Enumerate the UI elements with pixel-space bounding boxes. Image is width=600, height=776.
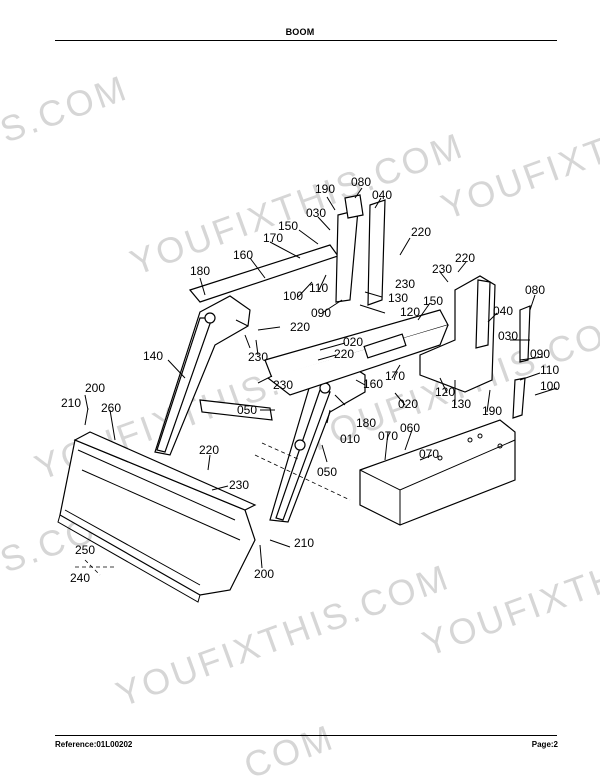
callout-020-a: 020	[343, 335, 363, 349]
callout-050-a: 050	[237, 403, 257, 417]
callout-230-d: 230	[273, 378, 293, 392]
callout-210-b: 210	[294, 536, 314, 550]
callout-220-c: 220	[290, 320, 310, 334]
callout-100-a: 100	[283, 289, 303, 303]
callout-080-a: 080	[351, 175, 371, 189]
callout-110-a: 110	[309, 281, 328, 295]
callout-130-a: 130	[388, 291, 408, 305]
callout-170-b: 170	[385, 369, 405, 383]
callout-260: 260	[101, 401, 121, 415]
callout-140: 140	[143, 349, 163, 363]
callout-220-b: 220	[455, 251, 475, 265]
leader-lines	[75, 187, 558, 576]
callout-150-a: 150	[278, 219, 298, 233]
callout-230-b: 230	[395, 277, 415, 291]
callout-220-d: 220	[334, 347, 354, 361]
callout-200-b: 200	[254, 567, 274, 581]
footer-rule	[55, 735, 557, 736]
reference-number: Reference:01L00202	[55, 740, 133, 749]
callout-150-b: 150	[423, 294, 443, 308]
callout-210-a: 210	[61, 396, 81, 410]
frame-rail	[359, 419, 516, 526]
callout-220-a: 220	[411, 225, 431, 239]
callout-190-b: 190	[482, 404, 502, 418]
callout-070-a: 070	[378, 429, 398, 443]
bucket	[57, 431, 257, 603]
callout-180-a: 180	[190, 264, 210, 278]
callout-050-b: 050	[317, 465, 337, 479]
svg-text:YOUFIXTHIS.COM: YOUFIXTHIS.COM	[111, 556, 456, 715]
callout-160-b: 160	[363, 377, 383, 391]
left-cylinder	[335, 194, 386, 306]
callout-030-a: 030	[306, 206, 326, 220]
callout-090-a: 090	[311, 306, 331, 320]
callout-070-b: 070	[419, 447, 439, 461]
callout-120-b: 120	[435, 385, 455, 399]
callout-110-b: 110	[540, 363, 559, 377]
callout-230-c: 230	[248, 350, 268, 364]
svg-text:.COM: .COM	[226, 716, 340, 776]
page-number: Page:2	[531, 740, 558, 749]
svg-text:S.COM: S.COM	[0, 67, 134, 151]
header-rule	[55, 40, 557, 41]
callout-190-a: 190	[315, 182, 335, 196]
right-mount-bracket	[419, 275, 531, 419]
page-title: BOOM	[285, 27, 315, 37]
left-boom-arm	[154, 244, 339, 456]
callout-170-a: 170	[263, 231, 283, 245]
callout-130-b: 130	[451, 397, 471, 411]
callout-120-a: 120	[400, 305, 420, 319]
part-callouts: 190 080 040 030 150 170 160 180 220 230 …	[61, 175, 560, 585]
callout-220-e: 220	[199, 443, 219, 457]
cross-tube	[199, 309, 449, 421]
callout-080-b: 080	[525, 283, 545, 297]
callout-030-b: 030	[498, 329, 518, 343]
callout-100-b: 100	[540, 379, 560, 393]
callout-180-b: 180	[356, 416, 376, 430]
callout-160-a: 160	[233, 248, 253, 262]
callout-230-a: 230	[432, 262, 452, 276]
callout-010: 010	[340, 432, 360, 446]
callout-240: 240	[70, 571, 90, 585]
callout-040-a: 040	[372, 188, 392, 202]
callout-230-e: 230	[229, 478, 249, 492]
callout-090-b: 090	[530, 347, 550, 361]
callout-060: 060	[400, 421, 420, 435]
callout-250: 250	[75, 543, 95, 557]
callout-040-b: 040	[493, 304, 513, 318]
callout-200-a: 200	[85, 381, 105, 395]
callout-020-b: 020	[398, 397, 418, 411]
